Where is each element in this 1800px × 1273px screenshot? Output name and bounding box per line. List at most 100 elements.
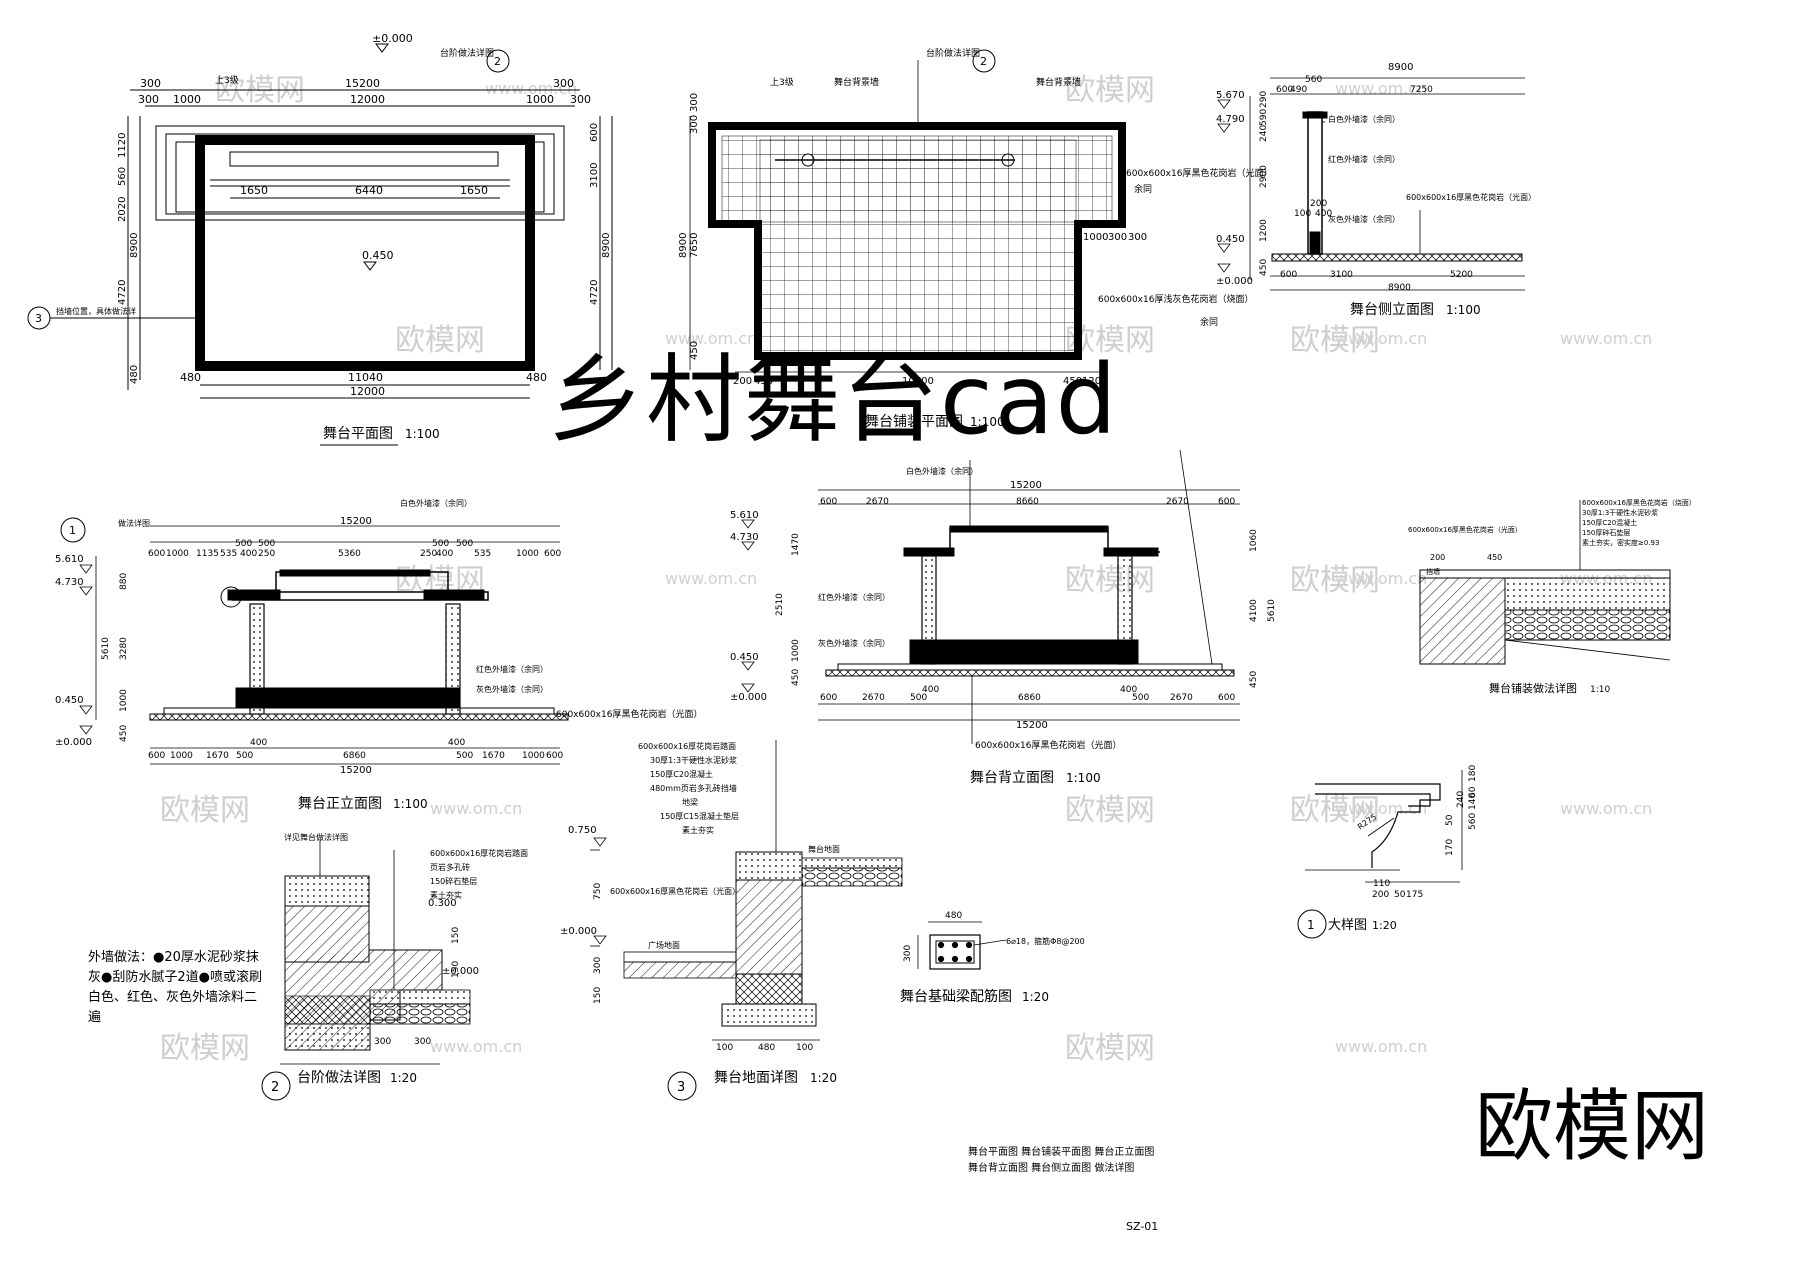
svg-text:舞台铺装做法详图: 舞台铺装做法详图 (1489, 681, 1577, 695)
svg-text:舞台背立面图 舞台侧立面图 做法详图: 舞台背立面图 舞台侧立面图 做法详图 (968, 1161, 1134, 1174)
front-view (60, 517, 569, 765)
sheet-index: 舞台平面图 舞台铺装平面图 舞台正立面图 舞台背立面图 舞台侧立面图 做法详图 … (968, 1145, 1158, 1233)
svg-text:6860: 6860 (343, 751, 366, 761)
svg-text:1:100: 1:100 (405, 427, 440, 441)
svg-text:400: 400 (1315, 209, 1332, 219)
pave-detail-view (1419, 500, 1671, 665)
svg-text:600x600x16厚黑色花岗岩（光面）: 600x600x16厚黑色花岗岩（光面） (1408, 525, 1522, 534)
watermark-url: www.om.cn (485, 79, 577, 98)
plan-wall (195, 135, 535, 371)
svg-text:5610: 5610 (1267, 599, 1277, 622)
level-triangle-icon (363, 261, 377, 271)
svg-text:2510: 2510 (775, 593, 785, 616)
svg-text:2670: 2670 (866, 497, 889, 507)
svg-text:1670: 1670 (482, 751, 505, 761)
svg-text:1200: 1200 (1259, 219, 1269, 242)
svg-text:舞台背立面图: 舞台背立面图 (970, 770, 1054, 786)
svg-text:0.450: 0.450 (730, 652, 759, 663)
svg-text:250: 250 (258, 549, 275, 559)
svg-text:300: 300 (414, 1037, 431, 1047)
svg-text:240: 240 (1259, 125, 1269, 142)
circle-callout-icon (60, 517, 86, 543)
svg-text:挡墙: 挡墙 (1426, 567, 1440, 576)
svg-text:1060: 1060 (1249, 529, 1259, 552)
svg-text:750: 750 (593, 883, 603, 900)
svg-text:0.750: 0.750 (568, 825, 597, 836)
svg-text:1000: 1000 (173, 93, 201, 106)
svg-text:200: 200 (733, 376, 752, 387)
svg-text:300: 300 (140, 77, 161, 90)
watermark-text: 欧模网 (395, 323, 485, 358)
watermark-text: 欧模网 (1065, 563, 1155, 598)
level-triangle-icon (79, 586, 93, 596)
svg-text:1000: 1000 (791, 639, 801, 662)
svg-text:12000: 12000 (350, 385, 385, 398)
svg-text:290: 290 (1259, 91, 1269, 108)
svg-text:15200: 15200 (340, 765, 372, 776)
svg-text:灰色外墙漆（余同）: 灰色外墙漆（余同） (818, 638, 890, 648)
svg-text:250: 250 (420, 549, 437, 559)
svg-text:素土夯实，密实度≥0.93: 素土夯实，密实度≥0.93 (1582, 538, 1659, 547)
svg-text:±0.000: ±0.000 (730, 692, 767, 703)
circle-callout-icon (486, 49, 510, 73)
svg-text:300: 300 (570, 93, 591, 106)
svg-text:4.730: 4.730 (730, 532, 759, 543)
svg-text:12000: 12000 (350, 93, 385, 106)
svg-text:6⌀18，箍筋Φ8@200: 6⌀18，箍筋Φ8@200 (1006, 936, 1085, 946)
svg-text:1000: 1000 (170, 751, 193, 761)
svg-text:5360: 5360 (338, 549, 361, 559)
svg-text:红色外墙漆（余同）: 红色外墙漆（余同） (1328, 154, 1400, 164)
side-view (1217, 77, 1525, 291)
svg-text:175: 175 (1406, 890, 1423, 900)
watermark-text: 欧模网 (1065, 1031, 1155, 1066)
side-text: 8900 5.670 4.790 0.450 ±0.000 600 490 56… (1216, 62, 1536, 318)
svg-text:大样图: 大样图 (1328, 918, 1367, 933)
svg-text:50: 50 (1445, 814, 1455, 826)
svg-text:480: 480 (758, 1043, 775, 1053)
svg-text:挡墙位置，具体做法详: 挡墙位置，具体做法详 (56, 306, 136, 316)
svg-text:560: 560 (1305, 75, 1322, 85)
circle-callout-icon (220, 586, 242, 608)
svg-text:535: 535 (474, 549, 491, 559)
circle-callout-icon (667, 1071, 697, 1101)
beam-text: 480 300 6⌀18，箍筋Φ8@200 舞台基础梁配筋图 1:20 (900, 911, 1085, 1005)
svg-text:150厚C20混凝土: 150厚C20混凝土 (650, 769, 713, 779)
watermark-url: www.om.cn (1335, 1037, 1427, 1056)
svg-text:1650: 1650 (460, 184, 488, 197)
svg-text:±0.000: ±0.000 (560, 926, 597, 937)
svg-text:4.790: 4.790 (1216, 114, 1245, 125)
svg-text:台阶做法详图: 台阶做法详图 (297, 1070, 381, 1086)
svg-text:舞台平面图 舞台铺装平面图 舞台正立面图: 舞台平面图 舞台铺装平面图 舞台正立面图 (968, 1145, 1154, 1158)
svg-text:1:100: 1:100 (1446, 303, 1481, 317)
svg-text:600: 600 (1218, 693, 1235, 703)
svg-text:600: 600 (589, 123, 600, 142)
svg-text:600x600x16厚黑色花岗岩（光面）: 600x600x16厚黑色花岗岩（光面） (556, 708, 702, 720)
svg-text:300: 300 (903, 945, 913, 962)
svg-text:白色外墙漆（余同）: 白色外墙漆（余同） (1328, 114, 1400, 124)
svg-text:200: 200 (1372, 890, 1389, 900)
svg-text:450: 450 (1487, 553, 1502, 562)
svg-text:15200: 15200 (1010, 480, 1042, 491)
svg-text:1000: 1000 (516, 549, 539, 559)
level-triangle-icon (1217, 123, 1231, 133)
svg-text:590: 590 (1259, 109, 1269, 126)
svg-text:600x600x16厚浅灰色花岗岩（烧面）: 600x600x16厚浅灰色花岗岩（烧面） (1098, 293, 1253, 305)
svg-text:2: 2 (494, 55, 501, 68)
svg-text:15200: 15200 (1016, 720, 1048, 731)
level-triangle-icon (375, 43, 389, 53)
svg-text:140: 140 (1468, 793, 1478, 810)
svg-text:200: 200 (1430, 553, 1445, 562)
level-triangle-icon (1217, 99, 1231, 109)
svg-text:1000: 1000 (522, 751, 545, 761)
svg-text:450: 450 (119, 725, 129, 742)
svg-text:500: 500 (235, 539, 252, 549)
watermark-text: 欧模网 (160, 793, 250, 828)
svg-text:2900: 2900 (1259, 165, 1269, 188)
svg-text:台阶做法详图: 台阶做法详图 (440, 47, 494, 59)
svg-text:500: 500 (236, 751, 253, 761)
watermark-url: www.om.cn (1335, 79, 1427, 98)
svg-text:SZ-01: SZ-01 (1126, 1220, 1158, 1233)
svg-text:450: 450 (1249, 671, 1259, 688)
floor-detail-text: 600x600x16厚花岗岩踏面 30厚1:3干硬性水泥砂浆 150厚C20混凝… (560, 741, 840, 1095)
